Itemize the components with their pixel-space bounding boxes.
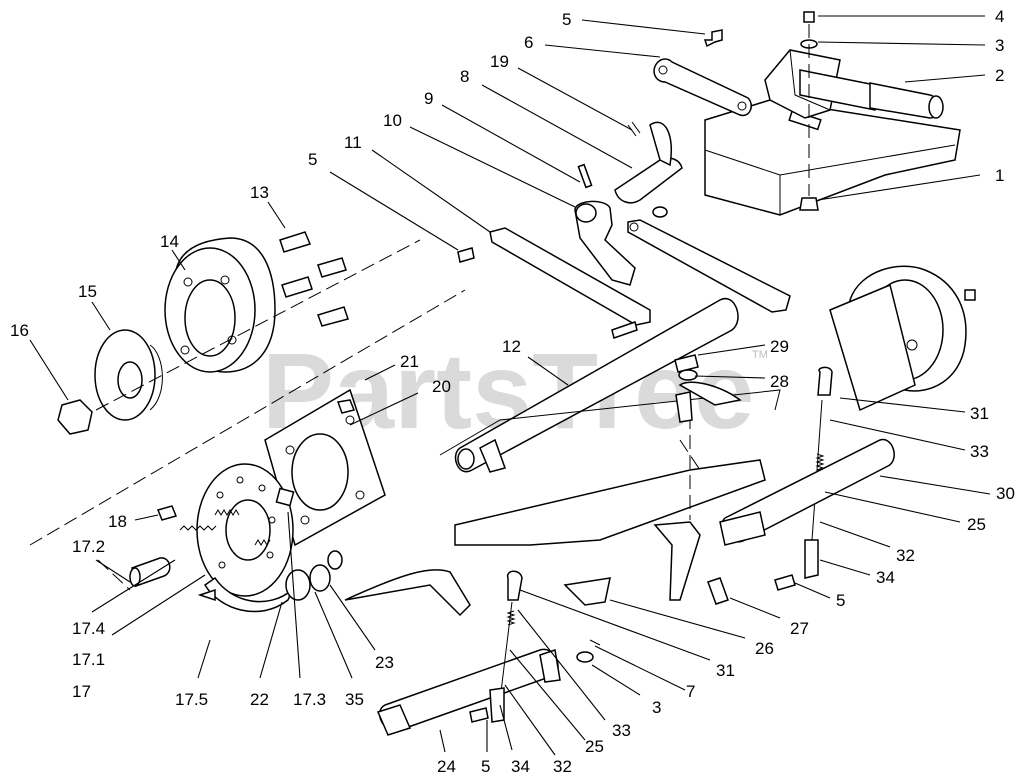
callout-19: 19: [490, 52, 509, 71]
callout-17-3: 17.3: [293, 690, 326, 709]
callout-6: 6: [524, 33, 533, 52]
callout-31-right: 31: [970, 404, 989, 423]
callout-1: 1: [995, 166, 1004, 185]
callout-31-lower: 31: [716, 661, 735, 680]
callout-17-5: 17.5: [175, 690, 208, 709]
brake-drum-assembly: [29, 231, 466, 591]
callout-35: 35: [345, 690, 364, 709]
callout-17-4: 17.4: [72, 619, 105, 638]
callout-5-lower: 5: [481, 757, 490, 776]
leader-lines: [29, 15, 991, 756]
callout-17-2: 17.2: [72, 537, 105, 556]
callout-25-right: 25: [967, 515, 986, 534]
callout-18: 18: [108, 512, 127, 531]
callout-8: 8: [460, 67, 469, 86]
callout-24: 24: [437, 757, 456, 776]
callout-4: 4: [995, 7, 1004, 26]
callout-22: 22: [250, 690, 269, 709]
callout-13: 13: [250, 183, 269, 202]
callout-32-right: 32: [896, 546, 915, 565]
callout-33-right: 33: [970, 442, 989, 461]
callout-17: 17: [72, 682, 91, 701]
pivot-bracket-assembly: [577, 11, 961, 216]
callout-17-1: 17.1: [72, 650, 105, 669]
callout-9: 9: [424, 89, 433, 108]
callout-34-right: 34: [876, 568, 895, 587]
callout-3: 3: [995, 36, 1004, 55]
callout-21: 21: [400, 352, 419, 371]
callout-16: 16: [10, 321, 29, 340]
callout-5-mid: 5: [308, 150, 317, 169]
frame-bracket: [344, 389, 796, 617]
callout-15: 15: [78, 282, 97, 301]
callout-34-lower: 34: [511, 757, 530, 776]
callout-3-lower: 3: [652, 698, 661, 717]
callout-2: 2: [995, 66, 1004, 85]
watermark-trademark: TM: [752, 349, 768, 361]
brake-backing-assembly: [129, 388, 386, 613]
callout-23: 23: [375, 653, 394, 672]
callout-27: 27: [790, 619, 809, 638]
callout-10: 10: [383, 111, 402, 130]
callout-32-lower: 32: [553, 757, 572, 776]
callout-26: 26: [755, 639, 774, 658]
callout-20: 20: [432, 377, 451, 396]
callout-11: 11: [344, 133, 362, 152]
callout-labels: 1 2 3 4 5 6 19 8 9 10 11 5 13 14 15 16 1…: [10, 7, 1015, 776]
callout-5: 5: [562, 10, 571, 29]
callout-29: 29: [770, 337, 789, 356]
callout-12: 12: [502, 337, 521, 356]
callout-25-lower: 25: [585, 737, 604, 756]
lower-linkage-assembly: [376, 354, 742, 736]
callout-14: 14: [160, 232, 179, 251]
lever-arm-assembly: [454, 200, 791, 473]
callout-5-right: 5: [836, 591, 845, 610]
callout-7: 7: [686, 682, 695, 701]
callout-28: 28: [770, 372, 789, 391]
callout-33-lower: 33: [612, 721, 631, 740]
right-drum-assembly: [719, 265, 976, 579]
callout-30: 30: [996, 484, 1015, 503]
